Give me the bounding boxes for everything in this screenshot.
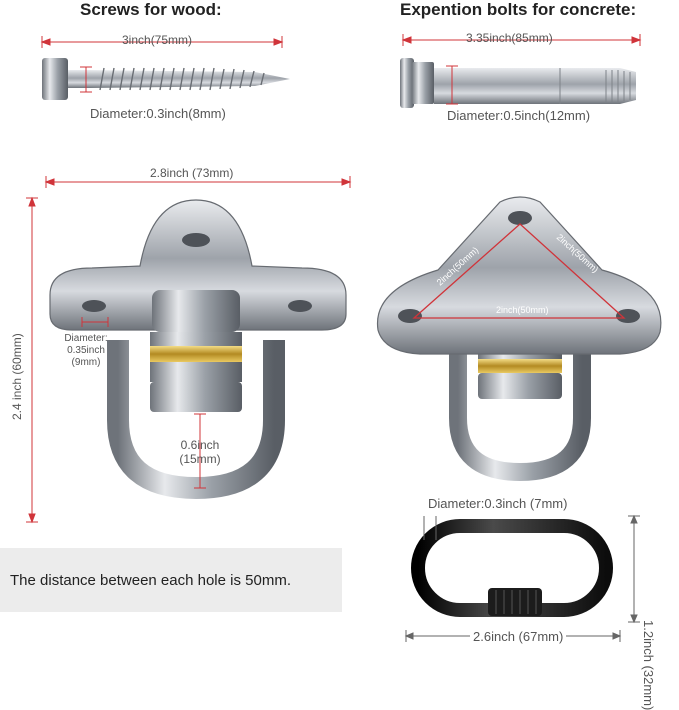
bolts-title: Expention bolts for concrete: — [400, 0, 637, 19]
hook-hole-diameter-label: Diameter: 0.35inch (9mm) — [54, 333, 118, 369]
wood-screw — [42, 58, 290, 100]
bolt-length-label: 3.35inch(85mm) — [466, 31, 553, 45]
bolt-diameter-dimension — [446, 65, 458, 105]
hook-width-label: 2.8inch (73mm) — [150, 166, 234, 180]
ring-gap-line2: (15mm) — [179, 452, 221, 466]
ring-gap-line1: 0.6inch — [180, 438, 220, 452]
screw-length-label: 3inch(75mm) — [122, 33, 193, 47]
link-height-dimension — [628, 514, 640, 624]
screws-title: Screws for wood: — [80, 0, 222, 19]
hook-hole-diameter-line1: Diameter: — [64, 333, 108, 344]
link-width-label: 2.6inch (67mm) — [470, 629, 567, 644]
link-diameter-dimension — [423, 516, 437, 540]
hook-height-dimension — [26, 196, 38, 524]
ring-gap-label: 0.6inch (15mm) — [176, 438, 224, 466]
ring-gap-dimension — [194, 413, 206, 489]
hook-height-label: 2.4 inch (60mm) — [10, 333, 24, 420]
quick-link-carabiner — [411, 519, 613, 617]
plate-side-bottom-label: 2inch(50mm) — [496, 305, 549, 315]
hook-width-dimension — [44, 176, 352, 188]
hole-distance-note: The distance between each hole is 50mm. — [10, 572, 291, 589]
link-diameter-label: Diameter:0.3inch (7mm) — [428, 496, 568, 511]
screw-diameter-dimension — [80, 66, 92, 93]
hook-hole-diameter-line3: (9mm) — [71, 357, 101, 368]
illustration-canvas: 2inch(50mm) 2inch(50mm) 2inch(50mm) — [26, 34, 662, 642]
screw-diameter-label: Diameter:0.3inch(8mm) — [90, 106, 226, 121]
bolt-diameter-label: Diameter:0.5inch(12mm) — [447, 108, 591, 123]
hook-hole-dimension — [81, 317, 109, 327]
triangle-plate-mount — [376, 196, 662, 482]
bolt-length-dimension — [401, 34, 642, 46]
hole-distance-note-box: The distance between each hole is 50mm. — [0, 548, 342, 612]
expansion-bolt — [400, 58, 636, 108]
screw-length-dimension — [40, 36, 284, 48]
link-height-label: 1.2inch (32mm) — [641, 620, 656, 710]
hook-hole-diameter-line2: 0.35inch — [67, 345, 105, 356]
